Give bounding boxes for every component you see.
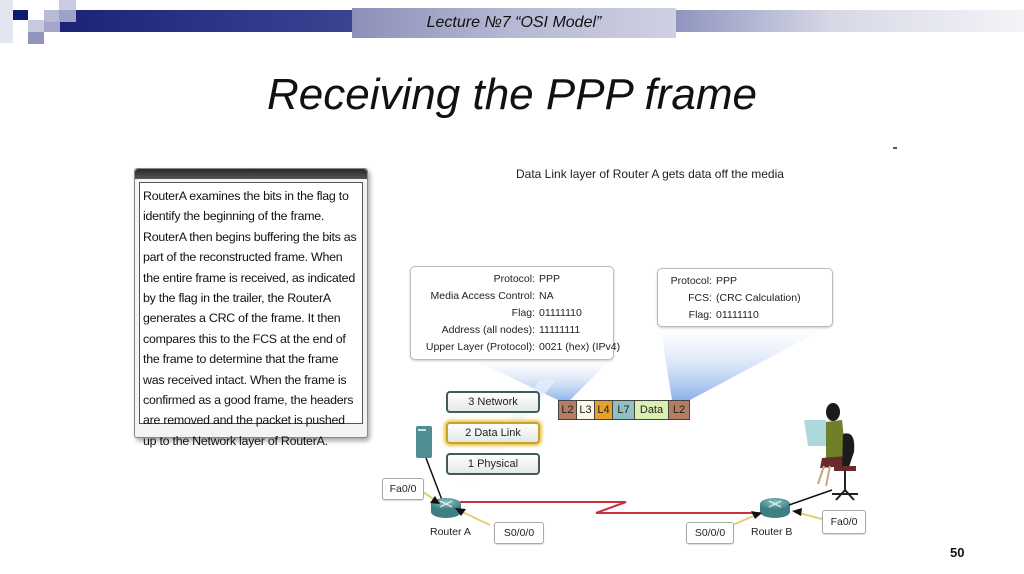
router-a-icon xyxy=(431,498,461,518)
router-b-fa-interface-label: Fa0/0 xyxy=(822,510,866,534)
lecture-label-box: Lecture №7 “OSI Model” xyxy=(352,8,676,38)
frame-cell-l2-trailer: L2 xyxy=(669,401,689,419)
trailer-highlight-cone xyxy=(660,325,831,400)
frame-trailer-info-box: Protocol:PPP FCS:(CRC Calculation) Flag:… xyxy=(657,268,833,327)
header-info-row: Address (all nodes):11111111 xyxy=(441,324,581,336)
arrow-fa-b xyxy=(792,508,823,520)
router-b-label: Router B xyxy=(751,526,793,538)
header-info-row: Media Access Control:NA xyxy=(430,290,554,302)
router-a-label: Router A xyxy=(430,526,471,538)
decor-square xyxy=(28,20,44,32)
trailer-info-row: FCS:(CRC Calculation) xyxy=(688,292,801,304)
trailer-info-row: Flag:01111110 xyxy=(688,309,759,321)
router-a-fa-interface-label: Fa0/0 xyxy=(382,478,424,500)
trailer-info-row: Protocol:PPP xyxy=(670,275,738,287)
router-b-serial-interface-label: S0/0/0 xyxy=(686,522,734,544)
decor-square xyxy=(13,10,28,20)
arrow-s-a xyxy=(455,508,491,526)
slide-title: Receiving the PPP frame xyxy=(267,70,757,119)
explanation-panel: RouterA examines the bits in the flag to… xyxy=(134,168,368,448)
frame-cell-l2-header: L2 xyxy=(559,401,577,419)
header-info-row: Upper Layer (Protocol):0021 (hex) (IPv4) xyxy=(425,341,621,353)
frame-header-info-box: Protocol:PPP Media Access Control:NA Fla… xyxy=(410,266,620,360)
decor-square xyxy=(28,32,44,44)
panel-body: RouterA examines the bits in the flag to… xyxy=(139,182,363,448)
header-info-row: Flag:01111110 xyxy=(511,307,582,319)
frame-cell-data: Data xyxy=(635,401,669,419)
frame-cell-l3: L3 xyxy=(577,401,595,419)
stray-mark xyxy=(893,147,897,149)
ethernet-link-b xyxy=(788,489,833,506)
ppp-frame-strip: L2 L3 L4 L7 Data L2 xyxy=(558,400,690,420)
diagram-caption: Data Link layer of Router A gets data of… xyxy=(516,167,784,181)
router-a-serial-interface-label: S0/0/0 xyxy=(494,522,544,544)
server-icon xyxy=(416,426,432,458)
frame-cell-l4: L4 xyxy=(595,401,613,419)
osi-layer-physical: 1 Physical xyxy=(446,453,540,475)
osi-layer-network: 3 Network xyxy=(446,391,540,413)
header-highlight-cone xyxy=(470,358,612,400)
user-workstation-icon xyxy=(804,403,858,501)
header-info-row: Protocol:PPP xyxy=(493,273,561,285)
router-b-icon xyxy=(760,498,790,518)
decor-square xyxy=(44,22,60,32)
decor-square xyxy=(59,0,76,10)
explanation-text: RouterA examines the bits in the flag to… xyxy=(143,189,357,448)
lecture-label: Lecture №7 “OSI Model” xyxy=(426,14,602,31)
osi-layer-data-link: 2 Data Link xyxy=(446,422,540,444)
decor-square xyxy=(0,0,13,43)
ethernet-link-a xyxy=(425,457,443,501)
panel-titlebar xyxy=(135,169,367,179)
serial-link xyxy=(460,501,770,514)
decor-square xyxy=(59,10,76,22)
page-number: 50 xyxy=(950,545,965,560)
frame-cell-l7: L7 xyxy=(613,401,635,419)
